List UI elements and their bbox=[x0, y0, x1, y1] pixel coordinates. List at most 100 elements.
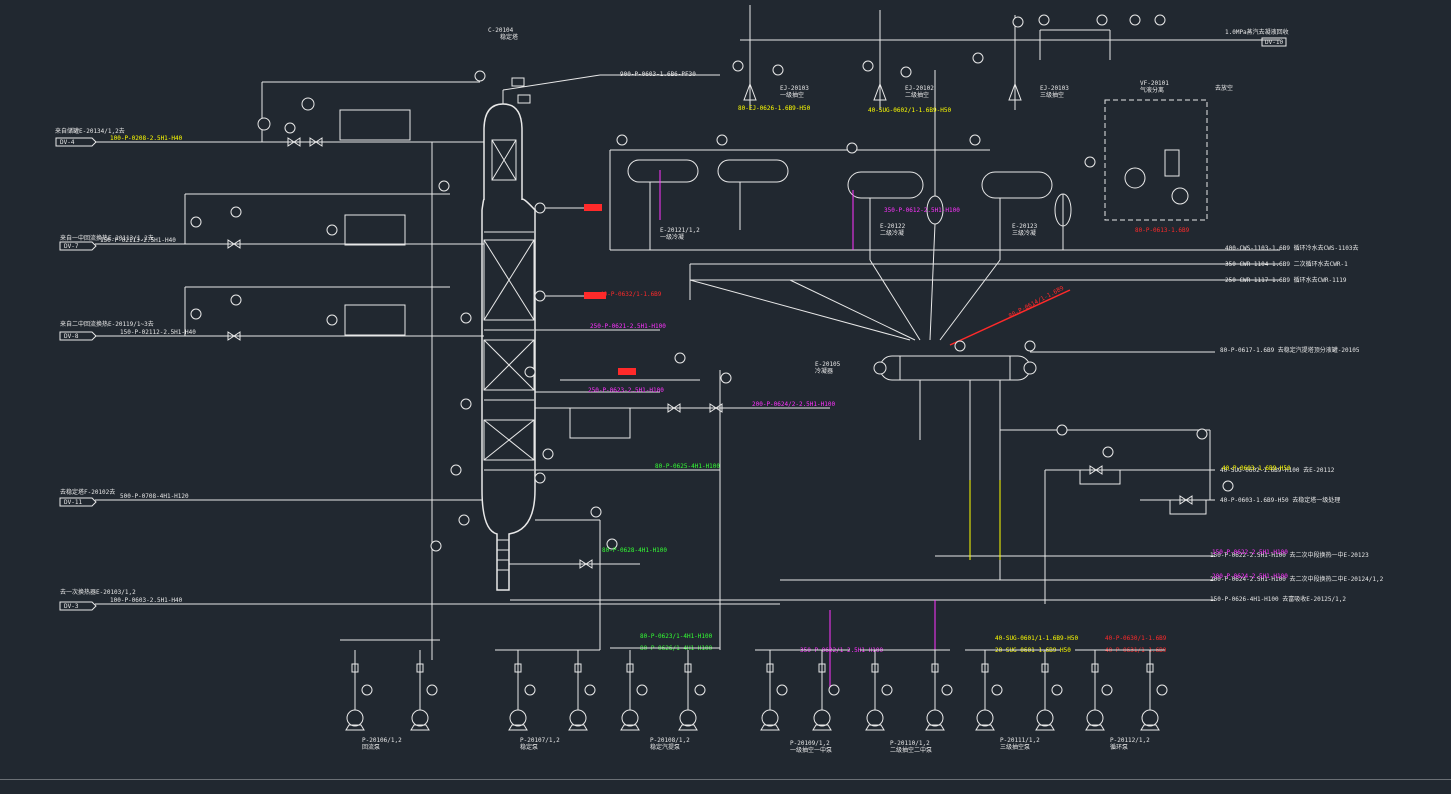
right-labels: 1.0MPa蒸汽去凝液回收 DV-10 400-CWS-1103-1.6B9 循… bbox=[1210, 28, 1384, 603]
pump-icon bbox=[1140, 650, 1168, 731]
right-label-9: 200-P-0624-2.5H1-H100 去二次中段换热二中E-20124/1… bbox=[1210, 575, 1384, 583]
pump-icon bbox=[865, 650, 893, 731]
pump-icon bbox=[1085, 650, 1113, 731]
equip-tag-4: VF-20101 bbox=[1140, 80, 1169, 87]
left-label-5: 去一次换热器E-20103/1,2 bbox=[60, 588, 136, 596]
right-label-1: 1.0MPa蒸汽去凝液回收 bbox=[1225, 28, 1289, 36]
pump-icon bbox=[568, 650, 596, 731]
pump-icon bbox=[345, 650, 373, 731]
pump-tag-4: P-20109/1,2 bbox=[790, 740, 830, 747]
pump-icon bbox=[975, 650, 1003, 731]
equip-desc-3: 三级抽空 bbox=[1040, 91, 1064, 99]
left-feed-lines bbox=[95, 81, 780, 660]
overhead-system: 900-P-0603-1.6B6-PF30 bbox=[600, 5, 1280, 260]
magenta-line-2: 250-P-0623-2.5H1-H100 bbox=[588, 387, 664, 394]
pump-icon bbox=[1035, 650, 1063, 731]
right-label-5: 80-P-0617-1.6B9 去稳定汽提塔顶分液罐-20105 bbox=[1220, 346, 1360, 354]
right-label-6: 40-SUG-0602-1.6B9-H100 去E-20112 bbox=[1220, 466, 1335, 474]
pump-icon bbox=[925, 650, 953, 731]
left-line-3: 150-P-02112-2.5Н1-Н40 bbox=[120, 329, 196, 336]
right-label-2: 400-CWS-1103-1.6B9 循环冷水去CWS-1103去 bbox=[1225, 244, 1359, 252]
equip-tag-1: EJ-20103 bbox=[780, 85, 809, 92]
cooling-water-headers bbox=[610, 223, 1280, 346]
red-line-3: 40-P-0630/1-1.6B9 bbox=[1105, 635, 1167, 642]
left-label-2: 来自一中回流换热E-20113/1,2去 bbox=[60, 234, 154, 242]
pump-desc-6: 三级抽空泵 bbox=[1000, 743, 1030, 751]
yellow-line-3: 40-SUG-0601/1-1.6B9-H50 bbox=[995, 635, 1078, 642]
pump-desc-4: 一级抽空一中泵 bbox=[790, 746, 832, 754]
pump-desc-5: 二级抽空二中泵 bbox=[890, 746, 932, 754]
colored-risers bbox=[659, 170, 1001, 690]
equip-tag-7: E-20123 bbox=[1012, 223, 1038, 230]
yellow-line-2: 40-SUG-0602/1-1.6B9-H50 bbox=[868, 107, 951, 114]
green-line-2: 80-P-0628-4H1-H100 bbox=[602, 547, 667, 554]
right-label-8: 150-P-0622-2.5H1-H100 去二次中段换热一中E-20123 bbox=[1210, 551, 1369, 559]
equip-tag-3: EJ-20103 bbox=[1040, 85, 1069, 92]
magenta-line-7: 350-P-0612-2.5H1-H100 bbox=[884, 207, 960, 214]
column-c20104: C-20104 稳定塔 bbox=[474, 27, 601, 591]
pump-desc-1: 回流泵 bbox=[362, 743, 380, 751]
column-subtitle: 稳定塔 bbox=[500, 33, 518, 41]
pump-icon bbox=[620, 650, 648, 731]
column-tag: C-20104 bbox=[488, 27, 514, 34]
left-labels: 来自储罐E-20134/1,2去 DV-4 来自一中回流换热E-20113/1,… bbox=[55, 127, 196, 611]
green-line-1: 80-P-0625-4H1-H100 bbox=[655, 463, 720, 470]
right-label-4: 250-CWR-1117-1.6B9 循环水去CWR-1119 bbox=[1225, 276, 1347, 284]
side-draws bbox=[438, 180, 830, 650]
equip-tag-2: EJ-20102 bbox=[905, 85, 934, 92]
right-label-3: 350-CWR-1104-1.6B9 二次循环水去CWR-1 bbox=[1225, 260, 1348, 268]
left-box-3: DV-8 bbox=[64, 333, 79, 340]
pump-tag-6: P-20111/1,2 bbox=[1000, 737, 1040, 744]
pump-icon bbox=[760, 650, 788, 731]
left-label-1: 来自储罐E-20134/1,2去 bbox=[55, 127, 125, 135]
left-line-1: 100-P-0208-2.5Н1-Н40 bbox=[110, 135, 183, 142]
equip-desc-6: 二级冷凝 bbox=[880, 229, 904, 237]
equip-desc-1: 一级抽空 bbox=[780, 91, 804, 99]
pump-icon bbox=[812, 650, 840, 731]
green-line-3: 80-P-0623/1-4H1-H100 bbox=[640, 633, 713, 640]
equip-desc-8: 冷凝器 bbox=[815, 367, 833, 375]
pump-icon bbox=[410, 650, 438, 731]
red-line-5: 40-P-0632/1-1.6B9 bbox=[600, 291, 662, 298]
pump-desc-3: 稳定汽提泵 bbox=[650, 743, 680, 751]
right-label-7: 40-P-0603-1.6B9-H50 去稳定塔一级处理 bbox=[1220, 496, 1340, 504]
equip-desc-7: 三级冷凝 bbox=[1012, 229, 1036, 237]
pump-desc-2: 稳定泵 bbox=[520, 743, 538, 751]
red-line-1: 80-P-0613-1.6B9 bbox=[1135, 227, 1190, 234]
equip-desc-5: 一级冷凝 bbox=[660, 233, 684, 241]
pump-icon bbox=[678, 650, 706, 731]
pump-icon bbox=[508, 650, 536, 731]
left-line-2: 150-P-02113-2.5Н1-Н40 bbox=[100, 237, 176, 244]
pump-desc-7: 循环泵 bbox=[1110, 743, 1128, 751]
pump-tag-3: P-20108/1,2 bbox=[650, 737, 690, 744]
pump-tag-5: P-20110/1,2 bbox=[890, 740, 930, 747]
left-line-5: 100-P-0603-2.5Н1-Н40 bbox=[110, 597, 183, 604]
yellow-line-1: 80-EJ-0626-1.6B9-H50 bbox=[738, 105, 811, 112]
vent-label: 去放空 bbox=[1215, 84, 1233, 92]
red-line-2: 80-P-0614/1-1.6B9 bbox=[1008, 285, 1066, 320]
yellow-line-5: 40-P-0603-1.6B9-H50 bbox=[1222, 465, 1291, 472]
pump-tag-7: P-20112/1,2 bbox=[1110, 737, 1150, 744]
right-box-1: DV-10 bbox=[1265, 39, 1283, 46]
magenta-line-6: 200-P-0624-2.5H1-H100 bbox=[1212, 573, 1288, 580]
left-label-4: 去稳定塔F-20102去 bbox=[60, 488, 115, 496]
left-box-5: DV-3 bbox=[64, 603, 79, 610]
pump-labels: P-20106/1,2 回流泵 P-20107/1,2 稳定泵 P-20108/… bbox=[362, 737, 1150, 754]
right-label-10: 150-P-0626-4H1-H100 去富吸收E-20125/1,2 bbox=[1210, 595, 1346, 603]
left-box-4: DV-11 bbox=[64, 499, 82, 506]
equip-tag-5: E-20121/1,2 bbox=[660, 227, 700, 234]
left-box-2: DV-7 bbox=[64, 243, 79, 250]
pump-tag-1: P-20106/1,2 bbox=[362, 737, 402, 744]
left-line-4: 500-P-0708-4Н1-Н120 bbox=[120, 493, 189, 500]
left-box-1: DV-4 bbox=[60, 139, 75, 146]
magenta-line-3: 200-P-0624/2-2.5H1-H100 bbox=[752, 401, 835, 408]
magenta-line-5: 150-P-0622-2.5H1-H100 bbox=[1212, 549, 1288, 556]
equip-tag-6: E-20122 bbox=[880, 223, 906, 230]
equip-tag-8: E-20105 bbox=[815, 361, 841, 368]
pump-tag-2: P-20107/1,2 bbox=[520, 737, 560, 744]
equip-desc-4: 气液分离 bbox=[1140, 86, 1164, 94]
magenta-line-1: 250-P-0621-2.5H1-H100 bbox=[590, 323, 666, 330]
left-label-3: 来自二中回流换热E-20119/1~3去 bbox=[60, 320, 154, 328]
equip-desc-2: 二级抽空 bbox=[905, 91, 929, 99]
